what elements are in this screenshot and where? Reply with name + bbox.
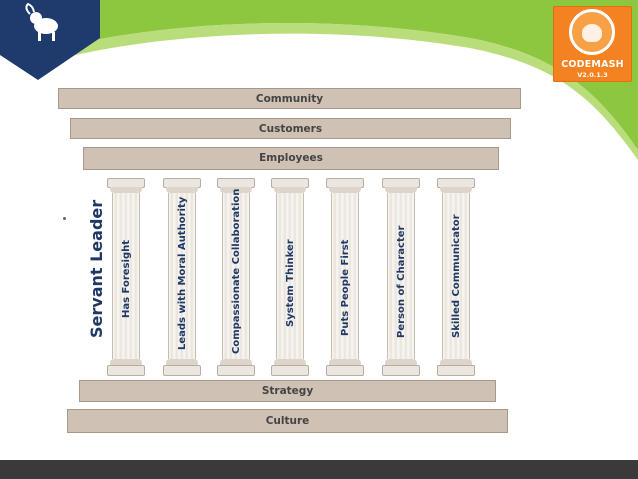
pillar-label: Person of Character (396, 225, 407, 338)
employees-label: Employees (259, 152, 323, 164)
pillar-compassionate-collaboration: Compassionate Collaboration (217, 178, 255, 376)
ram-badge (0, 0, 100, 80)
pillar-person-of-character: Person of Character (382, 178, 420, 376)
pillar-label: System Thinker (285, 239, 296, 327)
pillar-has-foresight: Has Foresight (107, 178, 145, 376)
culture-label: Culture (265, 415, 310, 427)
pillar-system-thinker: System Thinker (271, 178, 309, 376)
pillar-label: Compassionate Collaboration (231, 188, 242, 354)
pillar-label: Leads with Moral Authority (177, 196, 188, 350)
ram-mascot-icon (25, 2, 58, 41)
servant-leader-label: Servant Leader (87, 199, 106, 338)
strategy-bar: Strategy (79, 380, 496, 402)
culture-bar: Culture (67, 409, 508, 433)
pillar-puts-people-first: Puts People First (326, 178, 364, 376)
pillar-skilled-communicator: Skilled Communicator (437, 178, 475, 376)
codemash-logo: CODEMASH V2.0.1.3 (553, 6, 632, 82)
community-label: Community (255, 93, 324, 105)
logo-name: CODEMASH (561, 59, 624, 70)
bullet-dot (63, 217, 66, 220)
pillar-label: Skilled Communicator (451, 214, 462, 338)
strategy-label: Strategy (261, 385, 314, 397)
pillar-label: Has Foresight (121, 240, 132, 318)
pillar-label: Puts People First (340, 239, 351, 336)
customers-label: Customers (258, 123, 323, 135)
pillar-leads-with-moral-authority: Leads with Moral Authority (163, 178, 201, 376)
employees-bar: Employees (83, 147, 499, 170)
codemash-robot-icon (569, 9, 615, 55)
customers-bar: Customers (70, 118, 511, 139)
footer-bar (0, 460, 638, 479)
logo-version: V2.0.1.3 (577, 71, 608, 79)
community-bar: Community (58, 88, 521, 109)
